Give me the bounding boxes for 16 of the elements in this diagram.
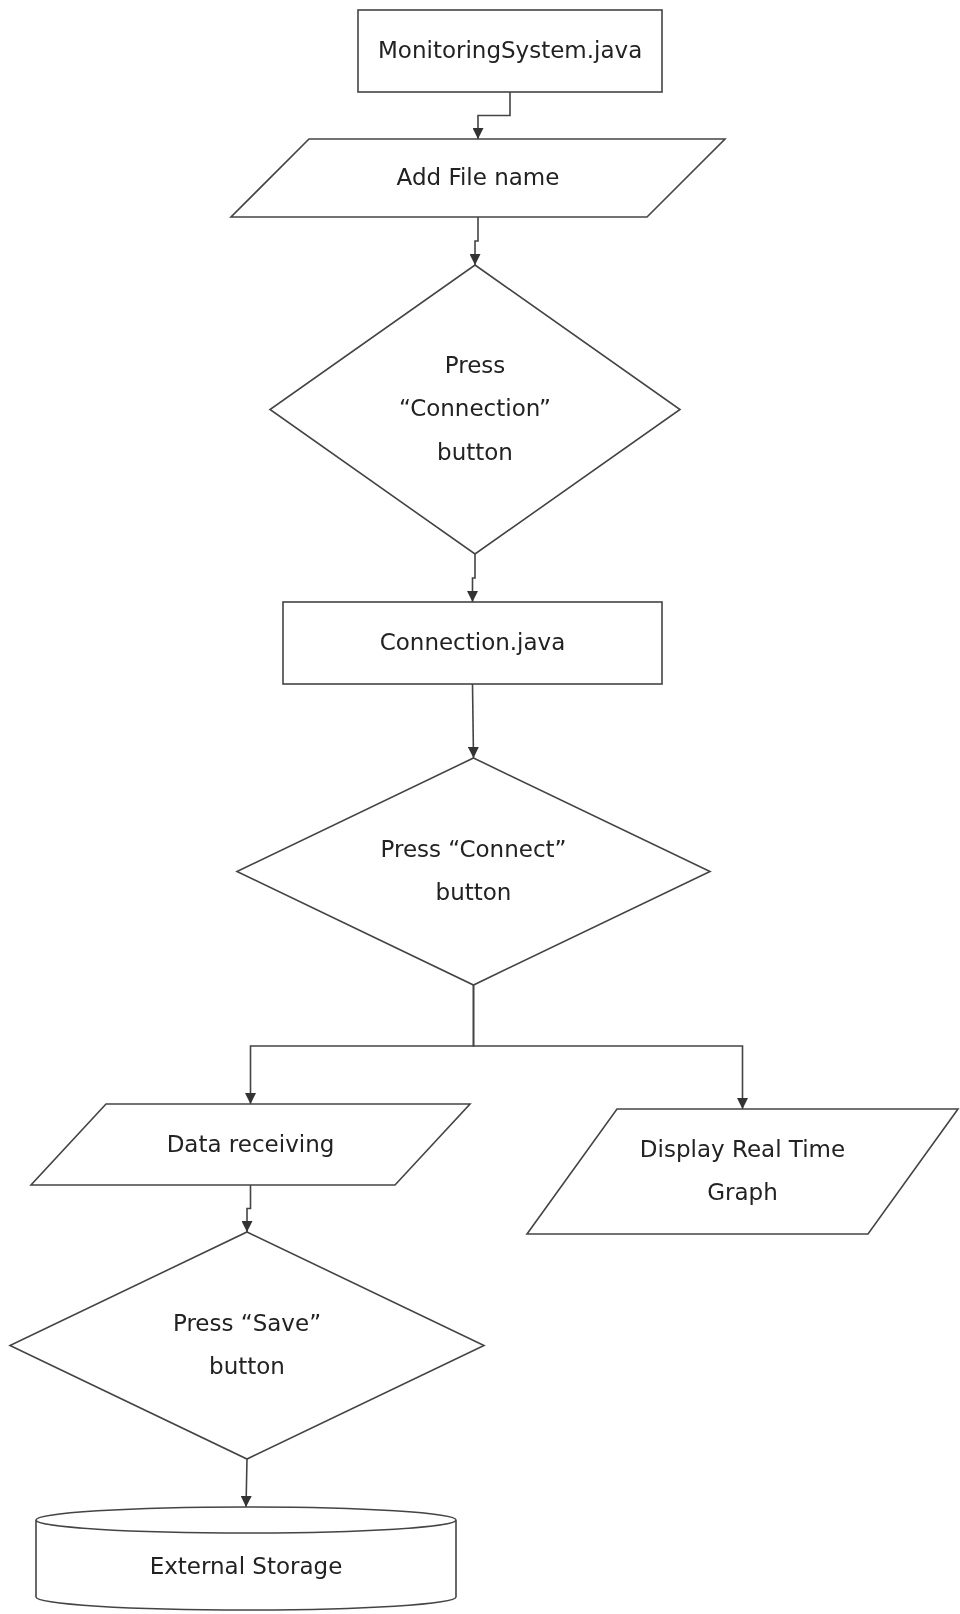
node-label: Add File name	[395, 163, 561, 193]
node-label: Press “Save” button	[171, 1308, 323, 1382]
node-label: Press “Connection” button	[398, 350, 552, 468]
arrow	[240, 1458, 252, 1508]
arrow	[467, 553, 478, 603]
arrow	[469, 216, 481, 266]
node-label: MonitoringSystem.java	[378, 36, 642, 66]
node-label: Press “Connect” button	[379, 834, 568, 908]
arrow	[472, 984, 748, 1110]
arrow	[241, 1184, 253, 1233]
arrow	[472, 91, 511, 140]
node-label: External Storage	[148, 1551, 344, 1581]
node-label: Display Real Time Graph	[638, 1134, 847, 1208]
node-label: Connection.java	[378, 628, 567, 658]
arrow	[467, 683, 479, 759]
node-label: Data receiving	[165, 1129, 336, 1159]
